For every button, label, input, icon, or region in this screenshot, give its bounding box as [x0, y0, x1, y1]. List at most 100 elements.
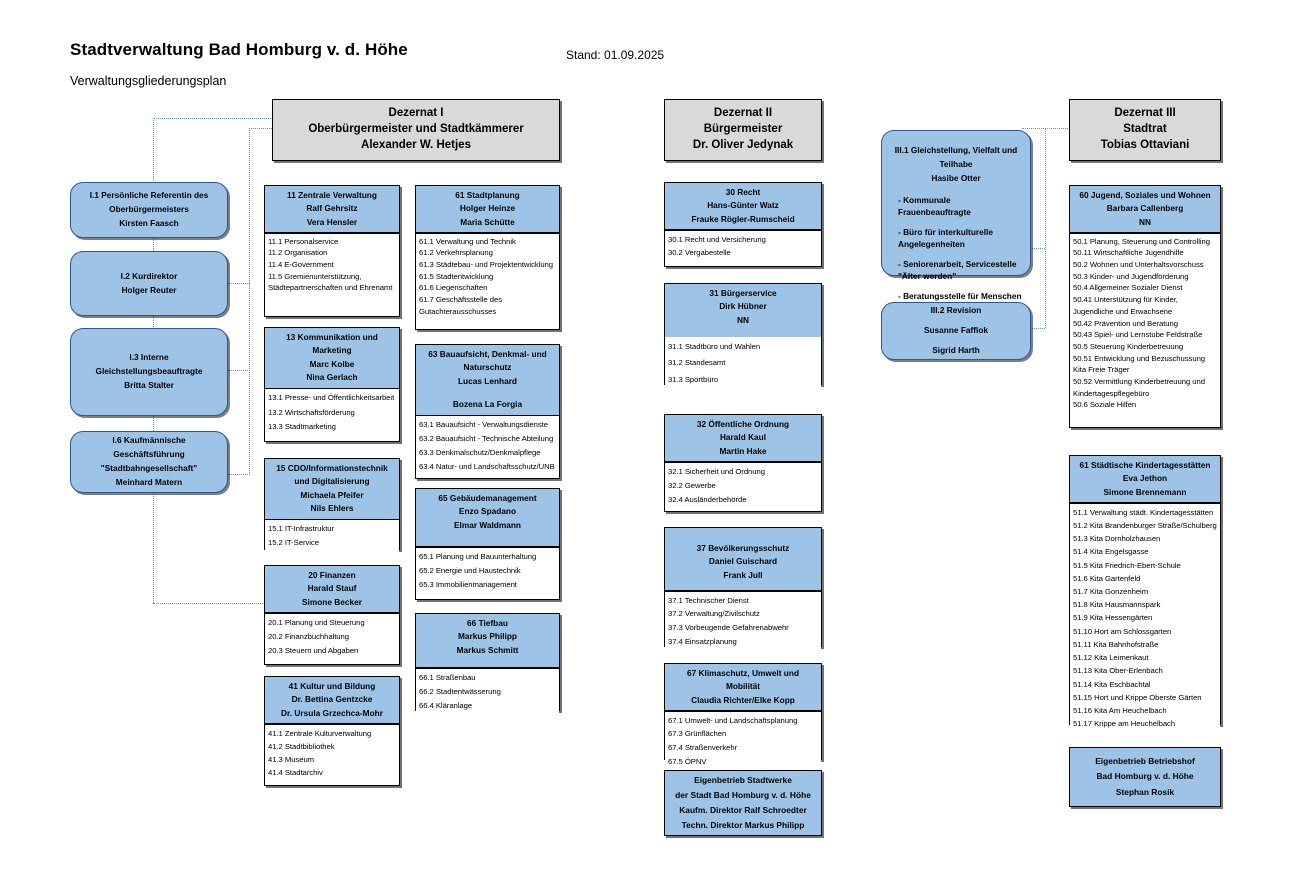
list-item: 37.3 Vorbeugende Gefahrenabwehr: [668, 623, 789, 633]
unit-amt-37: 37 Bevölkerungsschutz Daniel Guischard F…: [664, 527, 822, 652]
unit-items: 61.1 Verwaltung und Technik 61.2 Verkehr…: [416, 233, 559, 329]
divider: [416, 232, 559, 234]
unit-amt-67: 67 Klimaschutz, Umwelt und Mobilität Cla…: [664, 663, 822, 772]
unit-items: 20.1 Planung und Steuerung 20.2 Finanzbu…: [265, 613, 399, 664]
unit-amt-15: 15 CDO/Informationstechnik und Digitalis…: [264, 458, 400, 552]
unit-items: 37.1 Technischer Dienst 37.2 Verwaltung/…: [665, 591, 821, 652]
divider: [665, 710, 821, 712]
unit-title: 61 Städtische Kindertagesstätten: [1079, 460, 1211, 470]
unit-amt-66: 66 Tiefbau Markus Philipp Markus Schmitt…: [415, 613, 560, 716]
unit-items: 30.1 Recht und Versicherung 30.2 Vergabe…: [665, 230, 821, 266]
list-item: 61.1 Verwaltung und Technik: [419, 236, 516, 246]
list-item: 32.2 Gewerbe: [668, 480, 716, 490]
list-item: 67.3 Grünflächen: [668, 729, 727, 739]
list-item: 51.15 Hort und Krippe Oberste Gärten: [1073, 692, 1202, 702]
list-item: 50.11 Wirtschaftliche Jugendhilfe: [1073, 248, 1184, 258]
dezernat-2-header: Dezernat II Bürgermeister Dr. Oliver Jed…: [664, 99, 822, 161]
staff-line: "Stadtbahngesellschaft": [100, 463, 198, 473]
list-item: Jugendliche und Erwachsene: [1073, 306, 1173, 316]
divider: [416, 414, 559, 417]
list-item: Gutachterausschusses: [419, 306, 497, 316]
list-item: 50.2 Wohnen und Unterhaltsvorschuss: [1073, 260, 1204, 270]
list-item: 15.2 IT-Service: [268, 537, 319, 547]
unit-title: 31 Bürgerservice: [709, 288, 777, 298]
staff-line: Susanne Fafflok: [923, 325, 989, 336]
list-item: 50.5 Steuerung Kinderbetreuung: [1073, 341, 1184, 351]
unit-title: 15 CDO/Informationstechnik: [276, 463, 388, 473]
list-item: 37.1 Technischer Dienst: [668, 595, 749, 605]
connector-line: [1022, 328, 1045, 329]
list-item: 51.3 Kita Dornholzhausen: [1073, 534, 1161, 544]
list-item: 66.4 Kläranlage: [419, 701, 473, 711]
bullet-item: - Seniorenarbeit, Servicestelle "Älter w…: [898, 259, 1017, 282]
list-item: Kindertagespflegebüro: [1073, 388, 1150, 398]
staff-line: Sigrid Harth: [932, 344, 980, 355]
unit-person: NN: [1139, 216, 1151, 227]
list-item: 41.3 Museum: [268, 755, 315, 765]
connector-line: [228, 370, 250, 371]
page-subtitle: Verwaltungsgliederungsplan: [70, 74, 227, 88]
block-line: Kaufm. Direktor Ralf Schroedter: [679, 805, 807, 815]
list-item: 50.41 Unterstützung für Kinder,: [1073, 295, 1178, 305]
unit-person: Harald Stauf: [307, 583, 357, 594]
connector-line: [249, 128, 250, 475]
staff-line: Britta Stalter: [124, 379, 174, 390]
block-line: Techn. Direktor Markus Philipp: [681, 820, 805, 831]
divider: [416, 546, 559, 548]
list-item: 20.3 Steuern und Abgaben: [268, 646, 359, 656]
unit-person: NN: [737, 314, 749, 325]
divider: [1070, 232, 1220, 234]
unit-person: Markus Philipp: [457, 631, 517, 642]
unit-header: 65 Gebäudemanagement Enzo Spadano Elmar …: [416, 489, 559, 547]
divider: [265, 387, 399, 390]
dezernat-line: Dr. Oliver Jedynak: [692, 138, 794, 151]
unit-items: 66.1 Straßenbau 66.2 Stadtentwässerung 6…: [416, 668, 559, 716]
unit-amt-20: 20 Finanzen Harald Stauf Simone Becker 2…: [264, 565, 400, 665]
unit-person: Frank Jull: [723, 569, 763, 580]
connector-line: [228, 283, 250, 284]
list-item: 51.14 Kita Eschbachtal: [1073, 679, 1151, 689]
staff-line: I.3 Interne Gleichstellungsbeauftragte: [95, 352, 203, 377]
staff-line: Kirsten Faasch: [119, 217, 179, 228]
list-item: 31.1 Stadtbüro und Wahlen: [668, 342, 761, 352]
unit-title: und Digitalisierung: [294, 476, 370, 487]
list-item: 15.1 IT-Infrastruktur: [268, 524, 335, 534]
unit-amt-31: 31 Bürgerservice Dirk Hübner NN 31.1 Sta…: [664, 283, 822, 390]
list-item: 51.16 Kita Am Heuchelbach: [1073, 706, 1167, 716]
list-item: Kita Freie Träger: [1073, 365, 1130, 375]
staff-box-i-1: I.1 Persönliche Referentin des Oberbürge…: [70, 182, 228, 238]
staff-box-iii-2: III.2 Revision Susanne Fafflok Sigrid Ha…: [881, 302, 1031, 360]
unit-person: Markus Schmitt: [456, 644, 519, 655]
unit-title: 61 Stadtplanung: [455, 190, 520, 200]
list-item: 51.8 Kita Hausmannspark: [1073, 600, 1161, 610]
unit-person: Martin Hake: [719, 445, 767, 456]
list-item: 37.2 Verwaltung/Zivilschutz: [668, 609, 760, 619]
dezernat-line: Dezernat I: [388, 107, 444, 120]
unit-items: 50.1 Planung, Steuerung und Controlling …: [1070, 233, 1220, 427]
stand-date: Stand: 01.09.2025: [566, 48, 665, 62]
list-item: 20.2 Finanzbuchhaltung: [268, 631, 349, 641]
block-line: Eigenbetrieb Betriebshof: [1095, 756, 1195, 767]
list-item: 65.3 Immobilienmanagement: [419, 580, 517, 590]
unit-amt-61-kita: 61 Städtische Kindertagesstätten Eva Jet…: [1069, 455, 1221, 733]
unit-amt-65: 65 Gebäudemanagement Enzo Spadano Elmar …: [415, 488, 560, 600]
divider: [265, 723, 399, 725]
list-item: 20.1 Planung und Steuerung: [268, 617, 365, 627]
list-item: 50.3 Kinder- und Jugendförderung: [1073, 271, 1189, 281]
dezernat-line: Stadtrat: [1123, 123, 1167, 136]
divider: [665, 229, 821, 231]
list-item: 41.2 Stadtbibliothek: [268, 741, 335, 751]
list-item: 51.10 Hort am Schlossgarten: [1073, 626, 1172, 636]
divider: [265, 612, 399, 614]
staff-line: Teilhabe: [939, 158, 973, 169]
unit-title: 13 Kommunikation und Marketing: [286, 332, 378, 356]
unit-title: Naturschutz: [463, 362, 512, 373]
unit-person: Enzo Spadano: [458, 506, 517, 517]
bullet-item: - Büro für interkulturelle Angelegenheit…: [898, 227, 993, 250]
unit-title: 20 Finanzen: [308, 570, 356, 580]
list-item: 63.4 Natur- und Landschaftsschutz/UNB: [419, 461, 555, 471]
staff-box-i-6: I.6 Kaufmännische Geschäftsführung "Stad…: [70, 431, 228, 493]
unit-person: Eva Jethon: [1122, 473, 1168, 484]
unit-person: Simone Becker: [302, 596, 362, 607]
list-item: 63.1 Bauaufsicht - Verwaltungsdienste: [419, 420, 548, 430]
